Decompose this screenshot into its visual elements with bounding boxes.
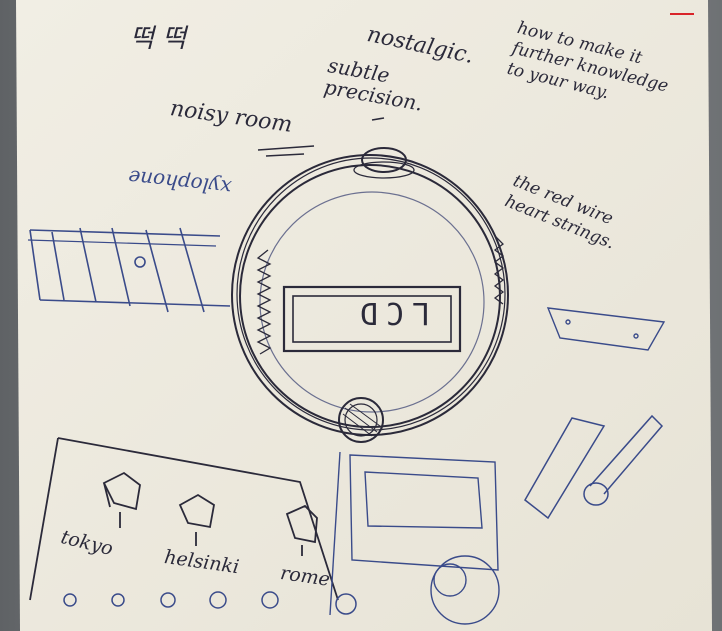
lcd-display-text: LCD xyxy=(352,295,430,330)
scribble-korean: 떡 떡 xyxy=(130,18,186,55)
